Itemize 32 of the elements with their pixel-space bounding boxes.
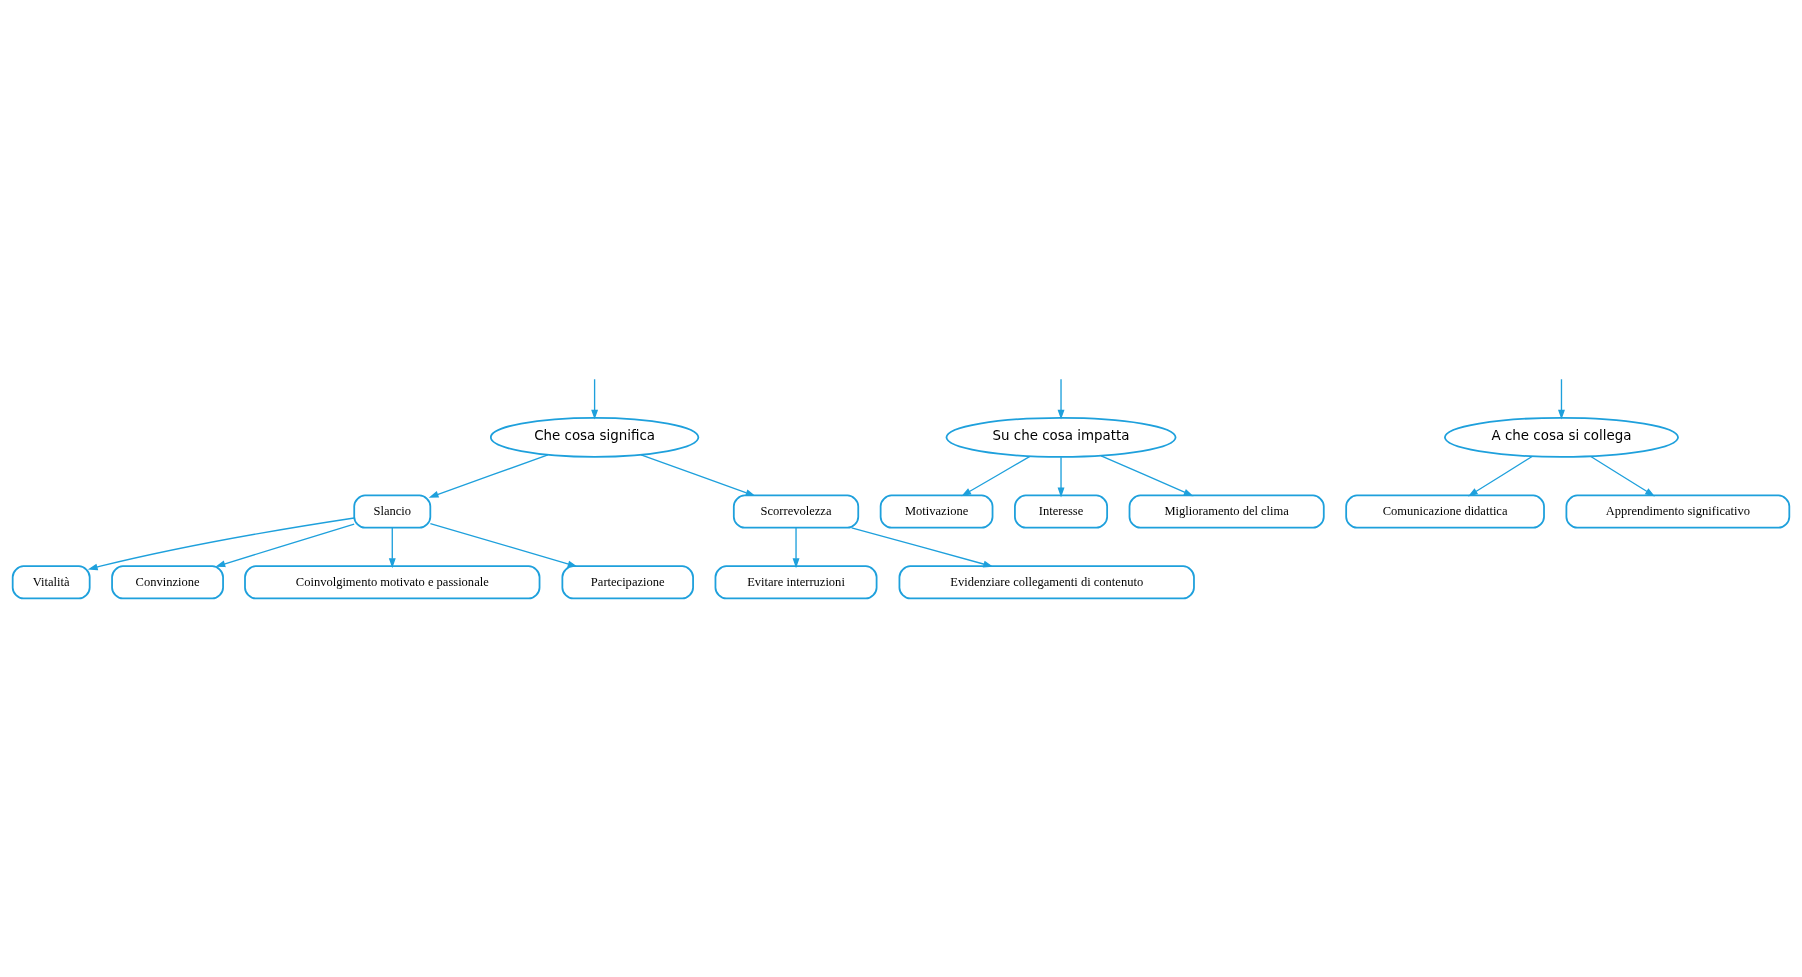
- arrow: [591, 378, 599, 420]
- arrow: [1468, 455, 1533, 497]
- node-box: Comunicazione didattica: [1345, 494, 1545, 529]
- arrow: [851, 527, 994, 568]
- node-ellipse: Che cosa significa: [489, 416, 700, 458]
- arrow: [640, 454, 756, 497]
- arrow: [429, 522, 578, 568]
- arrow: [215, 523, 355, 568]
- node-box: Partecipazione: [561, 565, 694, 600]
- node-ellipse: A che cosa si collega: [1444, 416, 1679, 458]
- node-box: Scorrevolezza: [732, 494, 860, 529]
- arrow: [1100, 455, 1194, 497]
- node-ellipse: Su che cosa impatta: [945, 416, 1177, 458]
- arrow: [792, 527, 800, 569]
- node-box: Convinzione: [111, 565, 224, 600]
- arrow: [1057, 456, 1065, 498]
- arrow: [1057, 378, 1065, 420]
- node-box: Vitalità: [11, 565, 91, 600]
- arrow: [388, 527, 396, 569]
- node-box: Motivazione: [879, 494, 994, 529]
- node-box: Evitare interruzioni: [714, 565, 878, 600]
- arrow: [428, 454, 549, 498]
- node-box: Coinvolgimento motivato e passionale: [244, 565, 541, 600]
- arrow: [1558, 378, 1565, 420]
- arrow: [961, 455, 1031, 497]
- arrow: [1590, 455, 1655, 497]
- node-box: Apprendimento significativo: [1565, 494, 1791, 529]
- node-box: Slancio: [353, 494, 432, 529]
- node-box: Interesse: [1014, 494, 1109, 529]
- arrow: [87, 517, 355, 571]
- node-box: Evidenziare collegamenti di contenuto: [898, 565, 1195, 600]
- node-box: Miglioramento del clima: [1128, 494, 1325, 529]
